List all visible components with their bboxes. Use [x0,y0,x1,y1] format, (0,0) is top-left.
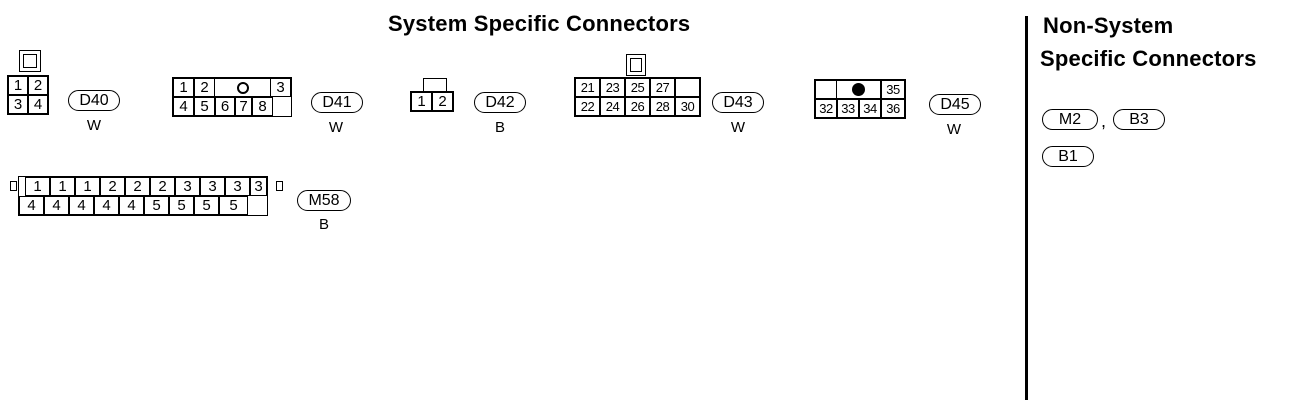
pin-cell: 1 [50,177,75,196]
pin-cell: 5 [194,196,219,215]
pin-cell: 4 [28,95,48,114]
connector-d40-face: 1 2 3 4 [7,75,49,115]
pin-cell: 26 [625,97,650,116]
connector-lock-tab [423,78,447,92]
pin-cell: 25 [625,78,650,97]
pin-cell: 3 [270,78,291,97]
pin-cell: 5 [144,196,169,215]
pin-cell [815,80,837,99]
pin-cell: 4 [69,196,94,215]
pin-cell: 32 [815,99,837,118]
pin-cell: 5 [194,97,215,116]
connector-id-badge: M58 [297,190,351,211]
connector-m58-face: 1 1 1 2 2 2 3 3 3 3 4 4 4 4 4 5 5 5 5 [18,176,268,216]
pin-cell: 4 [44,196,69,215]
pin-cell: 1 [8,76,28,95]
pin-cell: 30 [675,97,700,116]
pin-cell: 1 [411,92,432,111]
pin-cell: 2 [194,78,215,97]
pin-cell: 24 [600,97,625,116]
connector-color-label: B [494,119,505,136]
pin-cell: 36 [881,99,905,118]
section-divider [1025,16,1028,400]
pin-cell: 3 [175,177,200,196]
pin-cell: 27 [650,78,675,97]
pin-cell: 2 [150,177,175,196]
pin-cell: 3 [8,95,28,114]
pin-cell: 4 [94,196,119,215]
pin-cell: 23 [600,78,625,97]
pin-cell: 28 [650,97,675,116]
pin-cell: 6 [215,97,235,116]
connector-color-label: W [328,119,344,136]
pin-cell: 1 [25,177,50,196]
pin-cell: 4 [119,196,144,215]
pin-cell: 1 [173,78,194,97]
connector-id-badge: D41 [311,92,363,113]
connector-d42-face: 1 2 [410,91,454,112]
connector-ear-right [276,181,283,191]
pin-cell: 3 [200,177,225,196]
connector-color-label: W [946,121,962,138]
connector-d45-face: 35 32 33 34 36 [814,79,906,119]
pin-cell: 4 [173,97,194,116]
connector-lock-tab [626,54,646,76]
connector-id-badge: D43 [712,92,764,113]
pin-cell: 4 [19,196,44,215]
connector-ear-left [10,181,17,191]
connector-color-label: W [86,117,102,134]
pin-cell: 22 [575,97,600,116]
pin-cell: 33 [837,99,859,118]
pin-cell: 21 [575,78,600,97]
connector-lock-tab [19,50,41,72]
filled-circle-icon [852,83,865,96]
non-system-connector-badge: B3 [1113,109,1165,130]
connector-color-label: B [318,216,329,233]
pin-cell: 2 [100,177,125,196]
pin-cell: 34 [859,99,881,118]
system-specific-title: System Specific Connectors [388,11,691,36]
connector-id-badge: D45 [929,94,981,115]
pin-cell: 8 [252,97,273,116]
pin-cell: 35 [881,80,905,99]
open-circle-icon [236,81,249,94]
pin-cell: 2 [125,177,150,196]
non-system-title-line1: Non-System [1043,13,1174,38]
pin-cell-guide [837,80,881,99]
connector-id-badge: D42 [474,92,526,113]
pin-cell [675,78,700,97]
non-system-title-line2: Specific Connectors [1040,46,1257,71]
connector-color-label: W [730,119,746,136]
list-separator: , [1101,111,1107,131]
pin-cell: 7 [235,97,252,116]
pin-cell: 5 [219,196,248,215]
pin-cell: 1 [75,177,100,196]
pin-cell: 3 [225,177,250,196]
pin-cell: 3 [250,177,267,196]
pin-cell-guide [215,78,270,97]
pin-cell: 5 [169,196,194,215]
connector-d43-face: 21 23 25 27 22 24 26 28 30 [574,77,701,117]
non-system-connector-badge: M2 [1042,109,1098,130]
connector-id-badge: D40 [68,90,120,111]
connector-d41-face: 1 2 3 4 5 6 7 8 [172,77,292,117]
non-system-connector-badge: B1 [1042,146,1094,167]
pin-cell: 2 [432,92,453,111]
pin-cell: 2 [28,76,48,95]
